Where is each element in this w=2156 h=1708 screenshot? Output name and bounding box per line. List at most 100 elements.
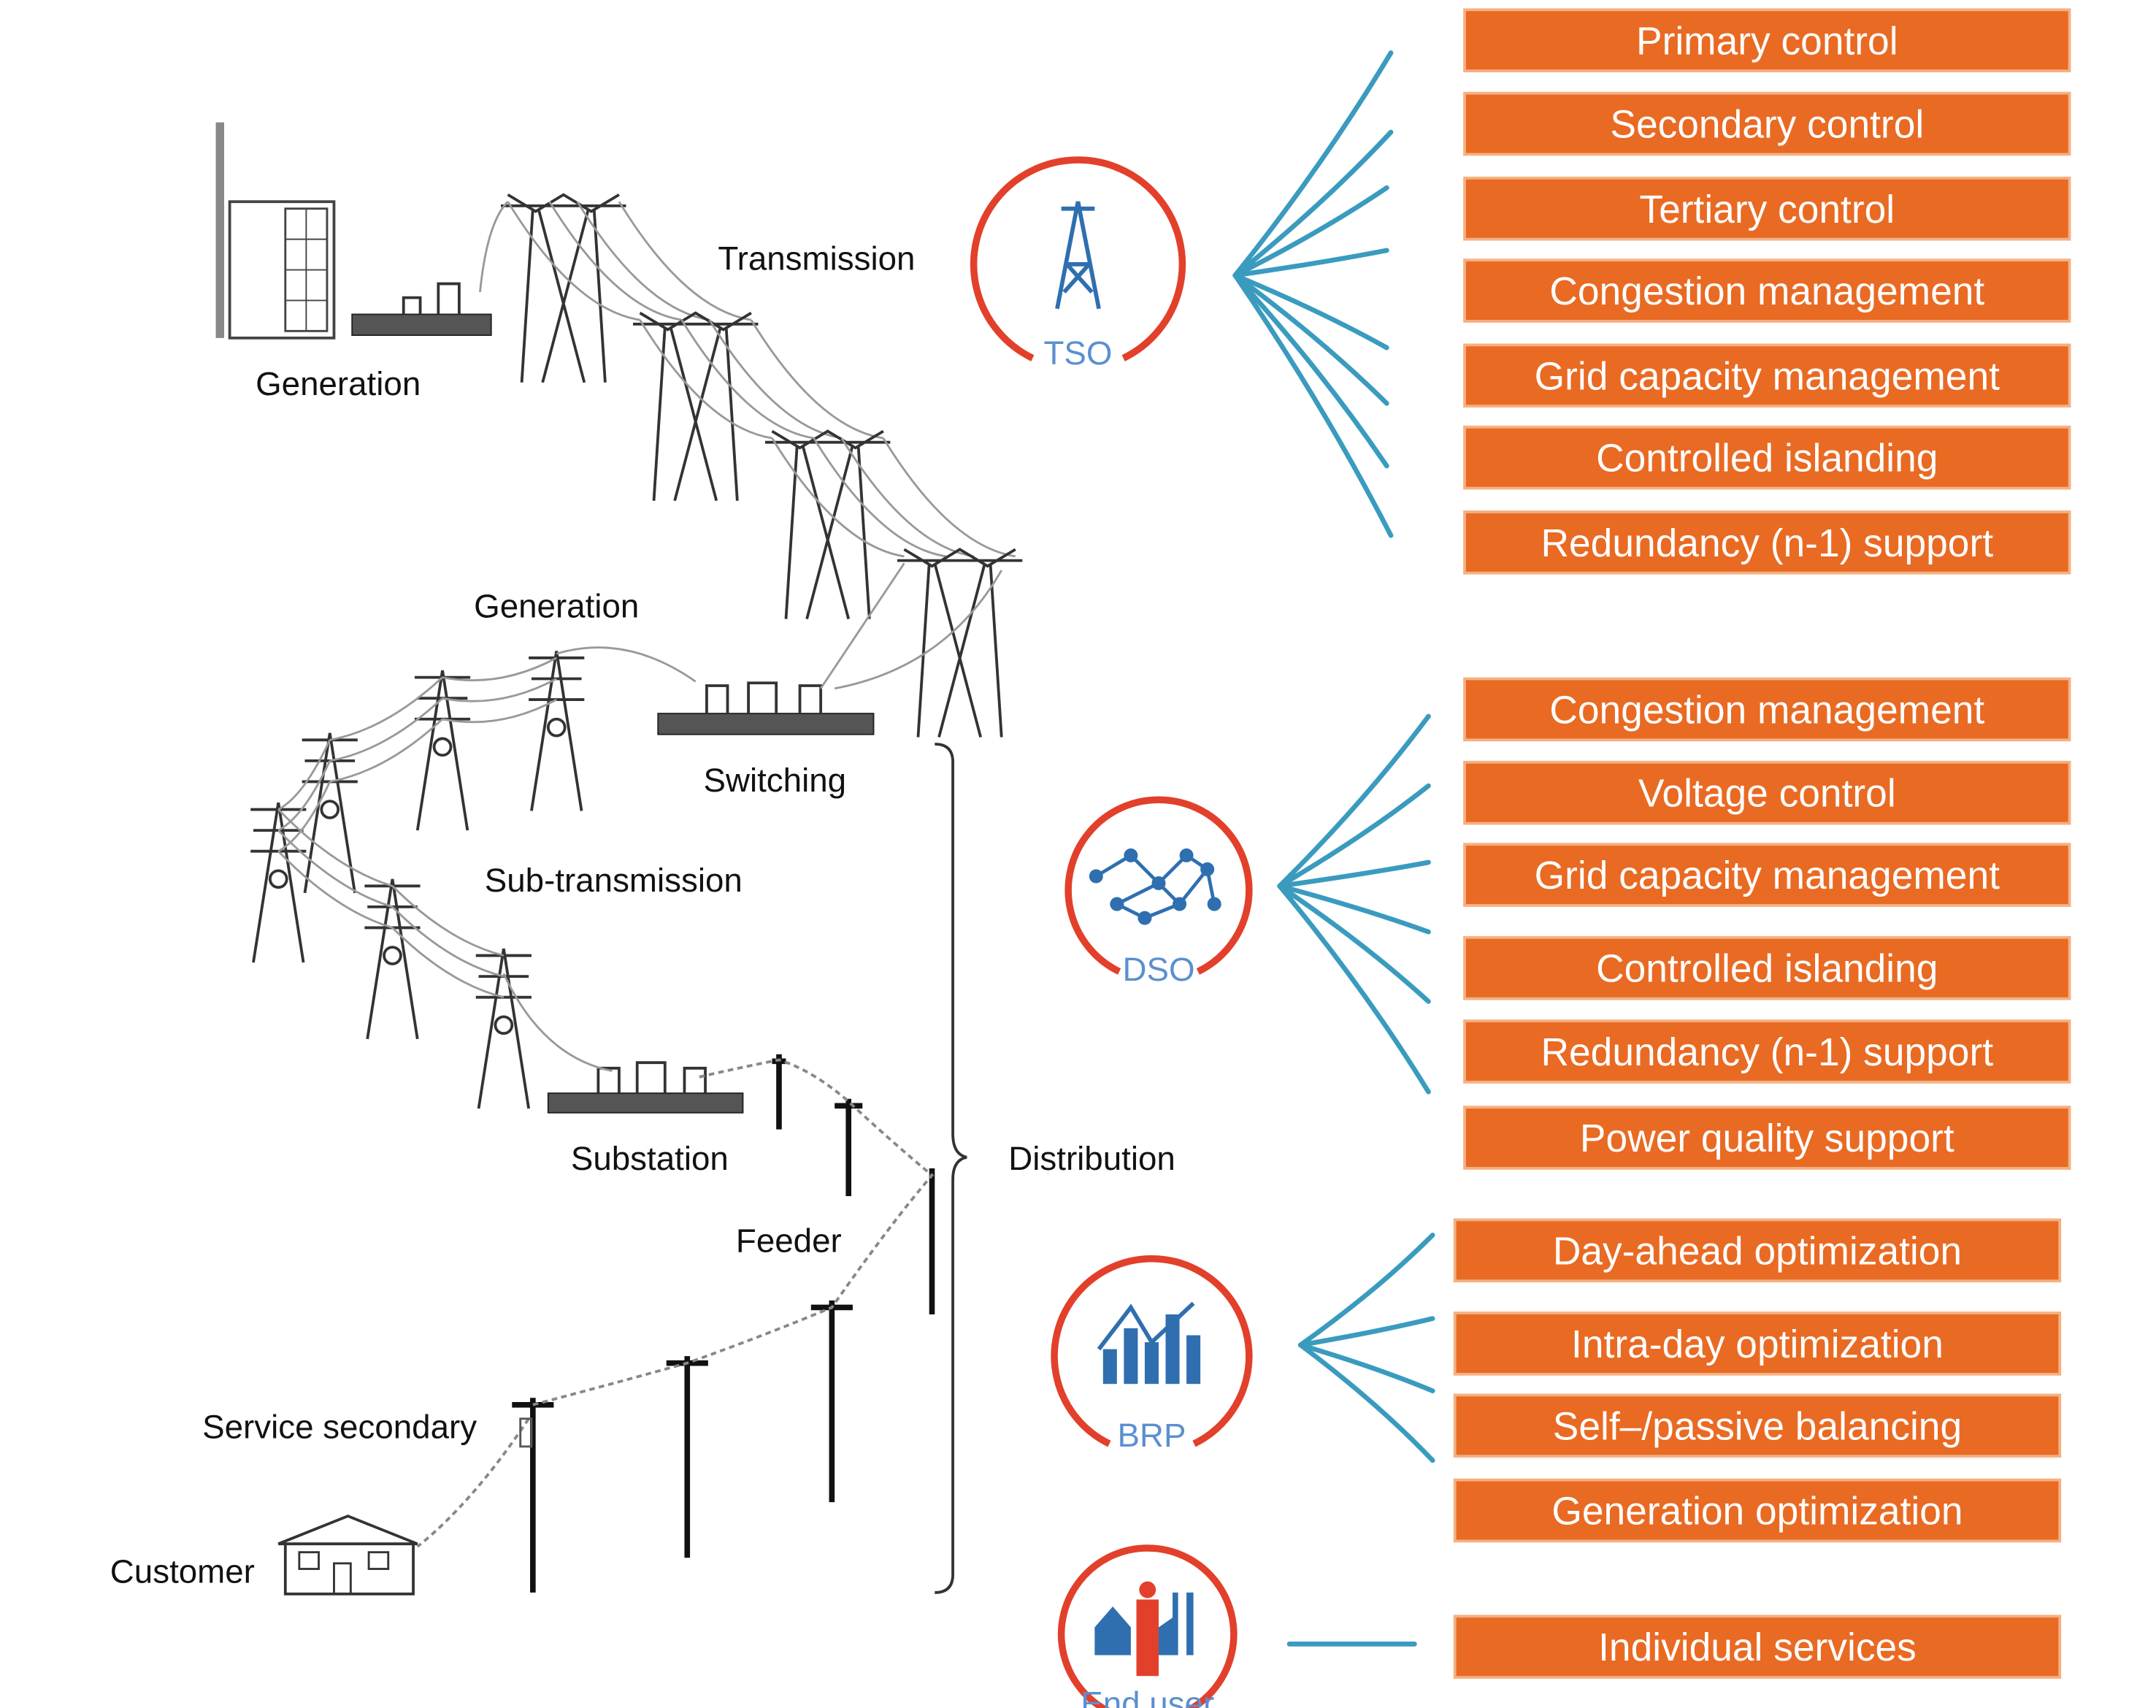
service-label: Self–/passive balancing — [1553, 1405, 1962, 1448]
service-box: Grid capacity management — [1463, 843, 2071, 907]
transmission-tower-icon — [1055, 201, 1101, 310]
service-box: Primary control — [1463, 8, 2071, 73]
service-label: Intra-day optimization — [1571, 1323, 1944, 1366]
sub-transmission-tower-icon — [250, 802, 307, 963]
connector-line — [1297, 1342, 1435, 1463]
label-feeder: Feeder — [736, 1222, 842, 1259]
house-icon — [277, 1514, 418, 1596]
service-box: Congestion management — [1463, 259, 2071, 323]
label-sub-transmission: Sub-transmission — [485, 862, 743, 899]
utility-pole-icon — [835, 1098, 863, 1197]
connector-line — [1297, 1233, 1435, 1348]
service-box: Intra-day optimization — [1453, 1311, 2062, 1376]
power-grid-illustration: Transmission Generation Generation Switc… — [110, 122, 1175, 1596]
connector-line — [1277, 883, 1431, 1095]
sub-transmission-tower-icon — [475, 948, 532, 1109]
utility-pole-icon — [666, 1356, 708, 1558]
connector-line — [1232, 272, 1389, 351]
service-label: Controlled islanding — [1596, 948, 1938, 991]
connector-lines — [1232, 50, 1394, 538]
role-ring — [1051, 1255, 1253, 1447]
service-label: Congestion management — [1549, 689, 1984, 732]
network-icon — [1089, 848, 1221, 925]
service-box: Redundancy (n-1) support — [1463, 510, 2071, 575]
service-box: Voltage control — [1463, 760, 2071, 825]
connector-line — [1232, 185, 1389, 278]
role-label: BRP — [1117, 1417, 1186, 1454]
connector-line — [1277, 883, 1431, 1004]
service-label: Grid capacity management — [1535, 355, 2000, 398]
label-switching: Switching — [703, 762, 846, 799]
service-label: Grid capacity management — [1535, 854, 2000, 897]
service-box: Individual services — [1453, 1615, 2062, 1680]
transmission-tower-icon — [897, 548, 1023, 738]
service-label: Primary control — [1636, 20, 1898, 63]
distribution-brace — [935, 743, 967, 1594]
role-ring — [970, 156, 1186, 361]
connector-line — [1277, 783, 1431, 889]
label-service-secondary: Service secondary — [202, 1408, 477, 1445]
service-label: Redundancy (n-1) support — [1541, 522, 1994, 565]
role-ring — [1057, 1544, 1238, 1708]
utility-pole-icon — [512, 1398, 554, 1593]
connector-line — [1232, 272, 1394, 538]
label-transmission: Transmission — [718, 240, 915, 277]
service-label: Secondary control — [1610, 104, 1924, 147]
service-label: Individual services — [1598, 1626, 1917, 1669]
service-label: Controlled islanding — [1596, 437, 1938, 480]
role-ring — [1064, 796, 1253, 975]
role-end-user: End user Individual services — [1057, 1544, 2062, 1708]
service-label: Day-ahead optimization — [1553, 1230, 1962, 1273]
service-label: Voltage control — [1638, 773, 1896, 816]
service-box: Grid capacity management — [1463, 343, 2071, 408]
role-label: TSO — [1044, 334, 1113, 372]
service-box: Congestion management — [1463, 677, 2071, 742]
bar-chart-icon — [1097, 1301, 1201, 1385]
connector-line — [1232, 272, 1389, 469]
service-box: Redundancy (n-1) support — [1463, 1019, 2071, 1084]
transmission-tower-icon — [764, 429, 891, 620]
connector-line — [1232, 272, 1389, 406]
service-box: Power quality support — [1463, 1106, 2071, 1170]
service-label: Tertiary control — [1639, 188, 1895, 231]
connector-line — [1277, 859, 1431, 889]
service-label: Power quality support — [1580, 1117, 1954, 1160]
connector-line — [1232, 129, 1394, 278]
role-label: DSO — [1122, 951, 1194, 988]
service-box: Controlled islanding — [1463, 425, 2071, 490]
service-box: Day-ahead optimization — [1453, 1218, 2062, 1283]
end-user-icon — [1094, 1581, 1194, 1677]
transmission-tower-icon — [632, 311, 759, 502]
sub-transmission-tower-icon — [529, 651, 585, 811]
connector-line — [1232, 50, 1394, 278]
service-label: Redundancy (n-1) support — [1541, 1031, 1994, 1074]
connector-line — [1277, 883, 1431, 935]
switching-station-icon — [657, 681, 875, 735]
connector-line — [1297, 1316, 1435, 1348]
utility-pole-icon — [772, 1054, 786, 1130]
service-label: Congestion management — [1549, 270, 1984, 313]
role-label: End user — [1081, 1685, 1214, 1708]
label-generation-2: Generation — [474, 588, 639, 625]
service-box: Generation optimization — [1453, 1478, 2062, 1543]
utility-pole-icon — [810, 1300, 853, 1503]
service-box: Self–/passive balancing — [1453, 1393, 2062, 1458]
substation-icon — [547, 1061, 744, 1114]
power-plant-icon — [215, 122, 492, 340]
label-distribution: Distribution — [1008, 1140, 1175, 1177]
service-box: Tertiary control — [1463, 176, 2071, 241]
label-substation: Substation — [571, 1140, 729, 1177]
service-box: Secondary control — [1463, 91, 2071, 156]
connector-lines — [1277, 713, 1431, 1095]
service-box: Controlled islanding — [1463, 935, 2071, 1000]
connector-line — [1277, 713, 1431, 889]
label-generation: Generation — [256, 365, 421, 402]
service-label: Generation optimization — [1551, 1490, 1963, 1533]
connector-line — [1232, 248, 1389, 278]
transmission-tower-icon — [501, 193, 626, 383]
